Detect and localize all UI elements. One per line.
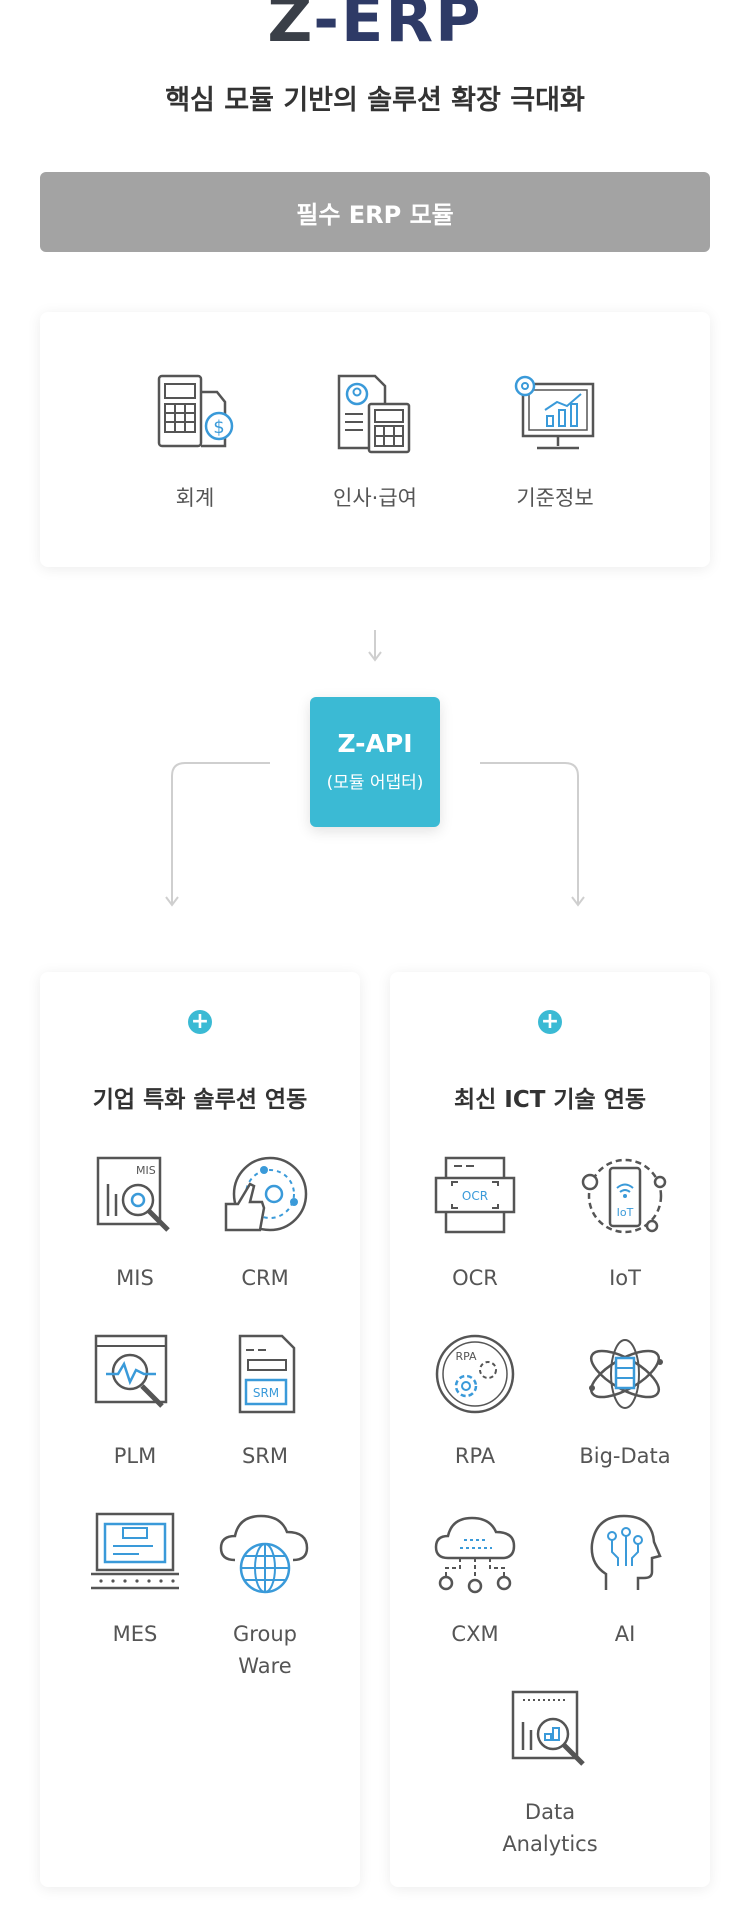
cxm-cloud-network-icon (434, 1516, 516, 1594)
svg-text:SRM: SRM (253, 1386, 279, 1400)
core-module-hr-payroll[interactable]: 인사·급여 (295, 370, 455, 512)
module-cxm[interactable]: CXM (400, 1510, 550, 1650)
module-label: IoT (609, 1266, 641, 1290)
svg-text:OCR: OCR (462, 1189, 488, 1203)
page-headline: 핵심 모듈 기반의 솔루션 확장 극대화 (165, 85, 585, 116)
ocr-scanner-icon: OCR (434, 1156, 516, 1234)
plus-icon[interactable]: + (538, 1010, 562, 1034)
accounting-calculator-icon: $ (157, 374, 234, 448)
module-iot[interactable]: IoT IoT (550, 1154, 700, 1294)
core-module-master-data[interactable]: 기준정보 (475, 370, 635, 512)
enterprise-solution-panel: + 기업 특화 솔루션 연동 MIS MIS (40, 972, 360, 1887)
module-mis[interactable]: MIS MIS (60, 1154, 210, 1294)
panel-title: 최신 ICT 기술 연동 (453, 1087, 647, 1113)
module-mes[interactable]: MES (60, 1510, 210, 1650)
module-ai[interactable]: AI (550, 1510, 700, 1650)
required-erp-module-bar: 필수 ERP 모듈 (40, 172, 710, 252)
module-label: AI (614, 1622, 636, 1646)
svg-text:RPA: RPA (455, 1350, 477, 1363)
module-label: RPA (454, 1444, 496, 1468)
api-subtitle: (모듈 어댑터) (326, 773, 424, 793)
z-erp-logo: Z-ERP (267, 0, 483, 56)
connector-lines (165, 630, 585, 907)
ict-technology-panel: + 최신 ICT 기술 연동 OCR OCR IoT (390, 972, 710, 1887)
module-label: OCR (452, 1266, 498, 1290)
module-label: SRM (241, 1444, 289, 1468)
core-module-label: 기준정보 (516, 486, 594, 510)
module-ocr[interactable]: OCR OCR (400, 1154, 550, 1294)
ai-head-circuit-icon (590, 1514, 662, 1590)
module-big-data[interactable]: Big-Data (550, 1332, 700, 1472)
iot-device-icon: IoT (581, 1158, 667, 1234)
module-label: Big-Data (579, 1444, 671, 1468)
module-label: MES (112, 1622, 158, 1646)
plm-window-magnifier-icon (94, 1334, 168, 1408)
core-module-accounting[interactable]: $ 회계 (115, 370, 275, 512)
svg-text:IoT: IoT (617, 1206, 634, 1219)
svg-text:$: $ (213, 417, 224, 438)
panel-title: 기업 특화 솔루션 연동 (92, 1087, 308, 1113)
master-data-monitor-icon (514, 375, 595, 450)
big-data-atom-icon (589, 1339, 663, 1409)
module-label: PLM (113, 1444, 157, 1468)
module-label: CRM (241, 1266, 289, 1290)
srm-document-icon: SRM (238, 1334, 296, 1414)
data-analytics-magnifier-icon (511, 1690, 585, 1766)
erp-bar-label: 필수 ERP 모듈 (296, 200, 454, 229)
rpa-gear-icon: RPA (435, 1334, 515, 1414)
module-plm[interactable]: PLM (60, 1332, 210, 1472)
groupware-cloud-globe-icon (219, 1514, 309, 1594)
api-title: Z-API (337, 729, 413, 758)
core-module-label: 인사·급여 (333, 486, 417, 510)
core-module-label: 회계 (175, 486, 215, 510)
module-srm[interactable]: SRM SRM (190, 1332, 340, 1472)
crm-thumbs-up-icon (224, 1156, 308, 1232)
hr-payroll-icon (337, 374, 411, 454)
module-rpa[interactable]: RPA RPA (400, 1332, 550, 1472)
svg-text:MIS: MIS (136, 1164, 156, 1177)
module-label: MIS (116, 1266, 154, 1290)
mis-report-magnifier-icon: MIS (96, 1156, 170, 1232)
z-api-module-adapter[interactable]: Z-API (모듈 어댑터) (310, 697, 440, 827)
module-label: CXM (451, 1622, 499, 1646)
plus-icon[interactable]: + (188, 1010, 212, 1034)
mes-laptop-icon (91, 1512, 179, 1590)
module-crm[interactable]: CRM (190, 1154, 340, 1294)
core-module-card: $ 회계 인사·급여 (40, 312, 710, 567)
